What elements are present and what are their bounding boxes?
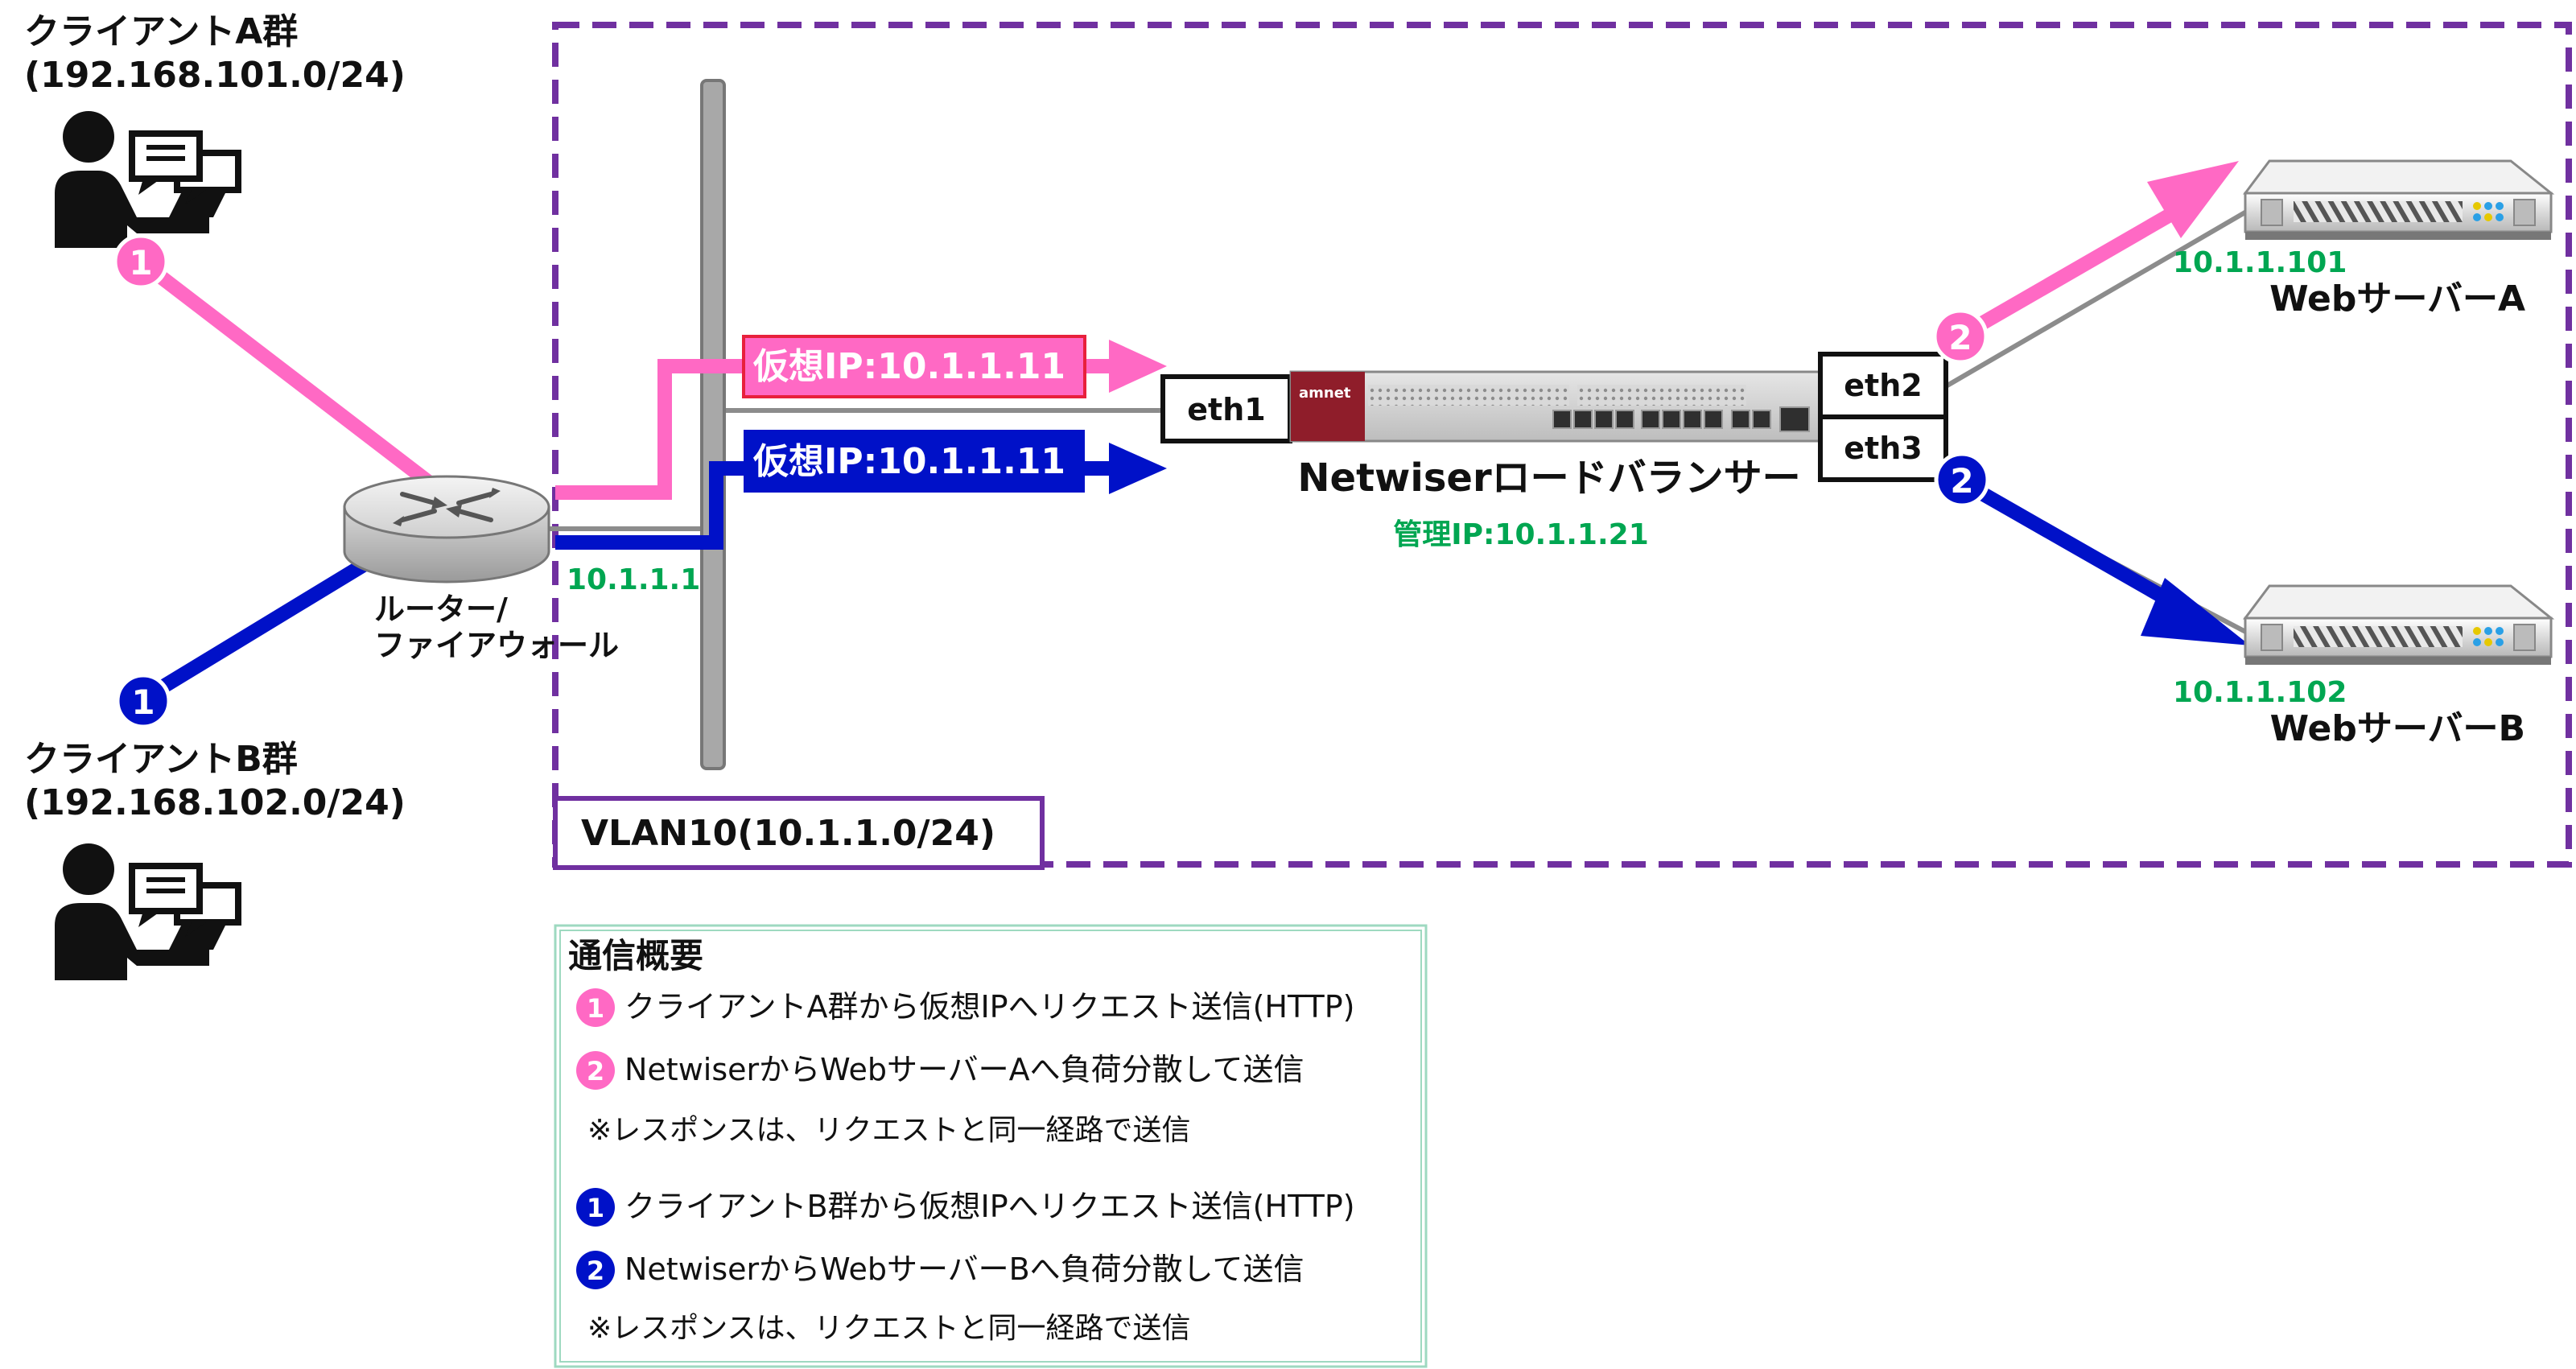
router-icon — [343, 475, 550, 583]
web-server-b-icon — [2243, 584, 2555, 665]
load-balancer-name: Netwiserロードバランサー — [1297, 456, 1800, 501]
legend-badge-blue — [576, 1251, 615, 1289]
legend-item-text: クライアントB群から仮想IPへリクエスト送信(HTTP) — [624, 1189, 1355, 1224]
badge-pink-1: 1 — [113, 233, 169, 290]
client-a-person-icon — [55, 111, 241, 248]
eth1-label: eth1 — [1187, 392, 1265, 427]
legend-badge-pink — [576, 1051, 615, 1090]
load-balancer-mgmt-ip: 管理IP:10.1.1.21 — [1393, 518, 1649, 551]
badge-blue-1-number: 1 — [131, 682, 155, 722]
web-server-a-ip: 10.1.1.101 — [2173, 246, 2347, 279]
badge-pink-2-number: 2 — [1948, 318, 1972, 357]
badge-blue-2: 2 — [1934, 452, 1990, 508]
pink-flow-2-route — [1960, 207, 2177, 340]
router-ip: 10.1.1.1 — [567, 563, 700, 596]
legend-badge-number: 1 — [587, 993, 604, 1024]
badge-blue-1: 1 — [115, 673, 171, 729]
blue-flow-2-arrowhead — [2141, 578, 2250, 645]
client-b-person-icon — [55, 843, 241, 980]
web-server-b-ip: 10.1.1.102 — [2173, 676, 2347, 709]
legend-badge-pink — [576, 988, 615, 1027]
vlan-label: VLAN10(10.1.1.0/24) — [581, 813, 995, 854]
legend-badge-blue — [576, 1188, 615, 1227]
legend-item: 2 NetwiserからWebサーバーBへ負荷分散して送信 — [576, 1251, 1304, 1289]
blue-virtual-ip-box — [744, 430, 1085, 493]
client-a-title: クライアントA群 — [24, 11, 298, 52]
eth3-port-box — [1818, 414, 1948, 482]
legend-item: 2 NetwiserからWebサーバーAへ負荷分散して送信 — [576, 1051, 1304, 1090]
vlan-switch-bar — [700, 79, 726, 770]
legend-item-text: NetwiserからWebサーバーAへ負荷分散して送信 — [624, 1052, 1304, 1087]
web-server-a-icon — [2243, 159, 2555, 240]
legend-box: 通信概要 1 クライアントA群から仮想IPへリクエスト送信(HTTP) 2 Ne… — [554, 924, 1428, 1368]
vlan-label-box — [553, 796, 1045, 870]
pink-virtual-ip-box — [742, 335, 1086, 398]
web-server-a-name: WebサーバーA — [2269, 278, 2525, 320]
eth2-port-box — [1818, 352, 1948, 419]
badge-pink-1-number: 1 — [129, 243, 152, 282]
router-label-line2: ファイアウォール — [374, 628, 619, 663]
legend-note: ※レスポンスは、リクエストと同一経路で送信 — [587, 1114, 1190, 1147]
legend-item-text: NetwiserからWebサーバーBへ負荷分散して送信 — [624, 1251, 1304, 1287]
pink-flow-1-client-link — [136, 255, 455, 505]
pink-flow-2-arrowhead — [2147, 161, 2239, 238]
client-b-subnet: (192.168.102.0/24) — [24, 782, 406, 823]
legend-note: ※レスポンスは、リクエストと同一経路で送信 — [587, 1312, 1190, 1345]
legend-item: 1 クライアントB群から仮想IPへリクエスト送信(HTTP) — [576, 1188, 1355, 1227]
legend-title: 通信概要 — [568, 936, 703, 975]
vlan-boundary — [552, 22, 2572, 868]
client-b-title: クライアントB群 — [24, 739, 298, 780]
legend-badge-number: 2 — [587, 1256, 604, 1286]
client-a-subnet: (192.168.101.0/24) — [24, 55, 406, 96]
pink-virtual-ip-label: 仮想IP:10.1.1.11 — [752, 346, 1065, 387]
web-server-b-name: WebサーバーB — [2270, 708, 2525, 749]
load-balancer-appliance: amnet — [1289, 370, 1824, 443]
legend-item: 1 クライアントA群から仮想IPへリクエスト送信(HTTP) — [576, 988, 1355, 1027]
router-label-line1: ルーター/ — [374, 592, 508, 627]
blue-flow-1-client-link — [137, 557, 370, 707]
badge-blue-2-number: 2 — [1950, 461, 1973, 501]
badge-pink-2: 2 — [1932, 308, 1989, 365]
blue-flow-1-arrowhead — [1109, 443, 1167, 494]
legend-badge-number: 2 — [587, 1056, 604, 1087]
pink-flow-1-arrowhead — [1109, 340, 1167, 393]
eth2-label: eth2 — [1844, 368, 1922, 403]
legend-item-text: クライアントA群から仮想IPへリクエスト送信(HTTP) — [624, 989, 1355, 1025]
blue-virtual-ip-label: 仮想IP:10.1.1.11 — [752, 441, 1065, 482]
load-balancer-brand: amnet — [1299, 385, 1351, 402]
blue-flow-2-route — [1960, 476, 2193, 618]
eth3-label: eth3 — [1844, 431, 1922, 466]
legend-badge-number: 1 — [587, 1193, 604, 1223]
